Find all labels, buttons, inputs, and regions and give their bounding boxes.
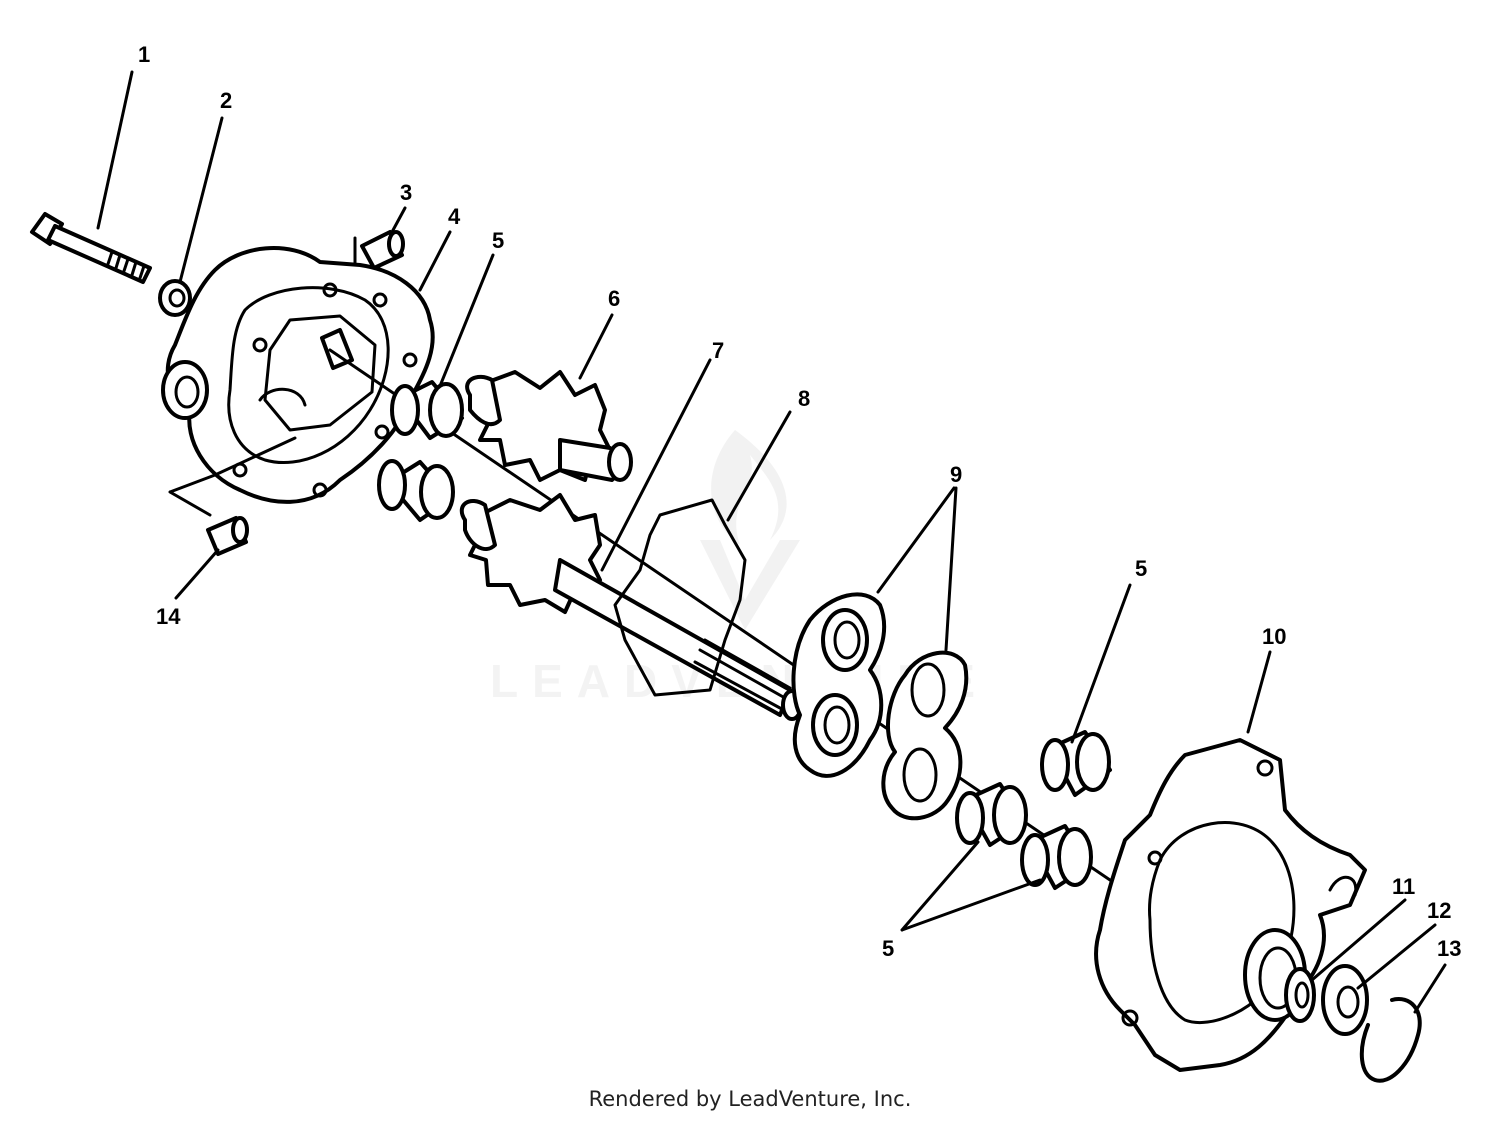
part-5-bearing-right-middle — [955, 782, 1028, 847]
callout-2: 2 — [220, 88, 232, 113]
callout-1: 1 — [138, 42, 150, 67]
part-7-drive-shaft-gear — [459, 493, 803, 721]
part-9-seal-ring — [881, 650, 969, 821]
part-13-retaining-ring — [1359, 997, 1422, 1083]
part-5-bearing-lower — [377, 459, 455, 522]
part-11-bushing — [1284, 967, 1316, 1023]
callout-13: 13 — [1437, 936, 1461, 961]
callout-3: 3 — [400, 180, 412, 205]
part-1-bolt — [30, 212, 152, 284]
callout-12: 12 — [1427, 898, 1451, 923]
part-10-end-housing — [1094, 738, 1367, 1072]
callout-11: 11 — [1392, 874, 1415, 899]
callout-8: 8 — [798, 386, 810, 411]
callout-10: 10 — [1262, 624, 1286, 649]
part-12-seal — [1321, 964, 1369, 1036]
part-14-dowel-pin — [206, 516, 249, 556]
callout-labels: 1 2 3 4 5 6 7 8 9 5 10 11 12 13 5 14 — [138, 42, 1461, 961]
part-5-bearing-upper — [390, 380, 464, 440]
part-5-bearing-right-bottom — [1020, 824, 1093, 890]
part-5-bearing-right-top — [1040, 730, 1112, 797]
part-2-washer — [158, 279, 192, 317]
part-3-dowel-pin — [328, 230, 405, 314]
callout-7: 7 — [712, 338, 724, 363]
part-9-thrust-plate-large — [791, 592, 887, 778]
callout-6: 6 — [608, 286, 620, 311]
part-4-pump-housing — [161, 246, 435, 517]
part-8-gasket — [613, 498, 747, 697]
callout-5-upper: 5 — [492, 228, 504, 253]
part-6-upper-gear — [465, 370, 633, 482]
callout-14: 14 — [156, 604, 181, 629]
footer-credit: Rendered by LeadVenture, Inc. — [588, 1087, 912, 1111]
callout-4: 4 — [448, 204, 461, 229]
leader-lines — [96, 70, 1447, 1014]
callout-5-right: 5 — [1135, 556, 1147, 581]
callout-9: 9 — [950, 462, 962, 487]
callout-5-bottom: 5 — [882, 936, 894, 961]
